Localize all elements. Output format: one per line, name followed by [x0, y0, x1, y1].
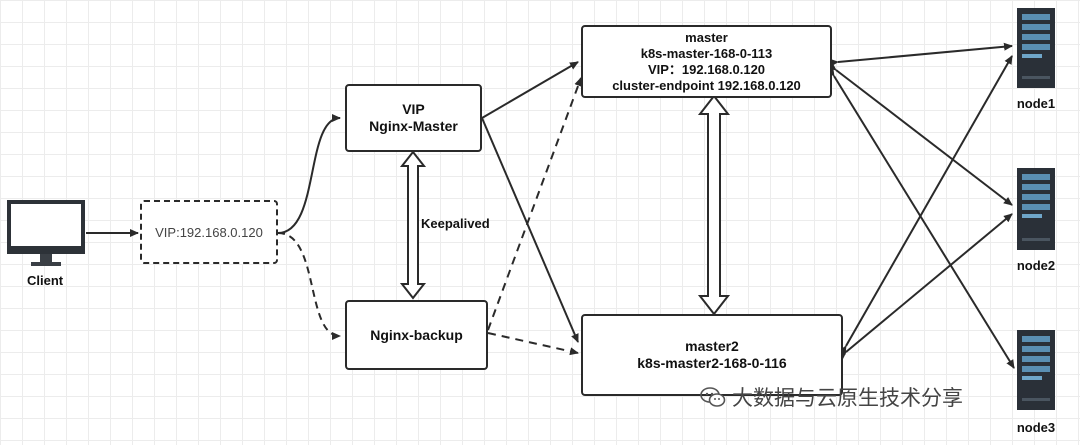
link-vip-nginx-backup	[277, 232, 341, 340]
link-nginx-master-master2	[481, 117, 579, 343]
vip-text: VIP:192.168.0.120	[155, 224, 263, 240]
master-title: master	[685, 29, 728, 45]
master-sync-double-arrow	[697, 94, 731, 316]
node1-server-icon	[1017, 8, 1055, 88]
link-master-node3	[826, 67, 1015, 369]
node3-server-icon	[1017, 330, 1055, 410]
nginx-master-vip: VIP	[402, 101, 425, 117]
watermark-text: 大数据与云原生技术分享	[732, 386, 963, 410]
link-nginx-backup-master2	[487, 332, 579, 356]
nginx-master-name: Nginx-Master	[369, 118, 458, 134]
link-vip-nginx-master	[277, 114, 341, 234]
nginx-backup-box: Nginx-backup	[345, 300, 488, 370]
master-host: k8s-master-168-0-113	[640, 45, 773, 61]
master2-title: master2	[685, 338, 739, 354]
nginx-backup-name: Nginx-backup	[370, 326, 463, 343]
master-endpoint: cluster-endpoint 192.168.0.120	[612, 77, 801, 93]
master2-box: master2 k8s-master2-168-0-116	[581, 314, 843, 396]
nginx-master-box: VIP Nginx-Master	[345, 84, 482, 152]
node2-server-icon	[1017, 168, 1055, 250]
master-box: master k8s-master-168-0-113 VIP：192.168.…	[581, 25, 832, 98]
client-label: Client	[27, 273, 64, 288]
master2-host: k8s-master2-168-0-116	[637, 355, 787, 371]
link-master-node2	[827, 61, 1013, 206]
link-nginx-master-master	[481, 61, 579, 119]
client-monitor-icon	[7, 200, 85, 266]
master-vip: VIP：192.168.0.120	[647, 61, 766, 77]
link-nginx-backup-master	[487, 77, 582, 331]
vip-box: VIP:192.168.0.120	[140, 200, 278, 264]
keepalived-label: Keepalived	[421, 216, 490, 231]
keepalived-double-arrow	[399, 150, 427, 300]
node3-label: node3	[1016, 420, 1056, 435]
link-master2-node1	[838, 55, 1013, 355]
link-master2-node2	[837, 213, 1013, 361]
link-master-node1	[829, 42, 1013, 67]
wechat-icon	[700, 387, 726, 407]
node1-label: node1	[1016, 96, 1056, 111]
node2-label: node2	[1016, 258, 1056, 273]
